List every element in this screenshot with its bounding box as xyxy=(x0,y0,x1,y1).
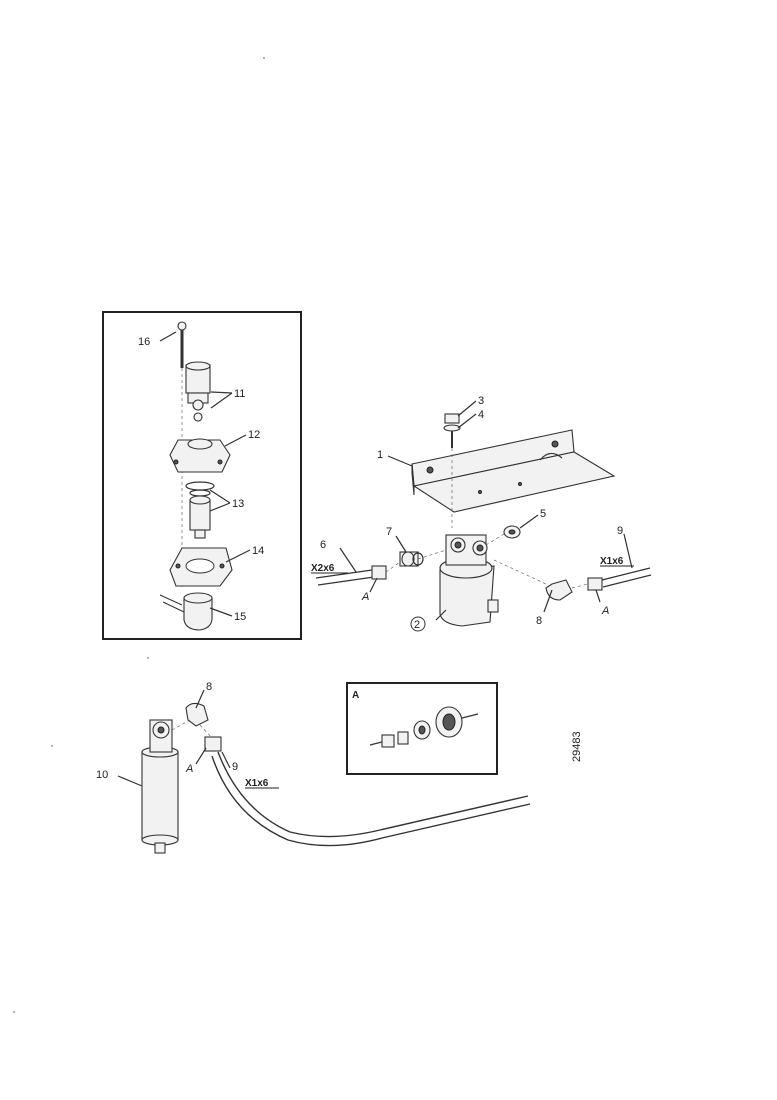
gasket-part-14 xyxy=(169,547,233,587)
callout-9-bottom: 9 xyxy=(232,761,238,773)
hose-spec-right: X1x6 xyxy=(600,556,624,567)
callout-9-upper: 9 xyxy=(617,525,623,537)
inset-box-detail-a: A xyxy=(346,682,498,775)
callout-3: 3 xyxy=(478,395,484,407)
callout-12: 12 xyxy=(248,429,260,441)
bracket-valve-assembly: 1 3 4 5 6 7 8 9 2 A A X2x6 X1x6 xyxy=(311,395,652,632)
callout-15: 15 xyxy=(234,611,246,623)
hose-spec-left: X2x6 xyxy=(311,563,335,574)
callout-8-bottom: 8 xyxy=(206,681,212,693)
detail-a-title: A xyxy=(352,690,359,701)
cylinder-part-10 xyxy=(141,719,179,854)
detail-marker-a-left: A xyxy=(361,591,369,603)
hose-spec-bottom: X1x6 xyxy=(245,778,269,789)
elbow-part-8 xyxy=(493,559,573,601)
housing-part-12 xyxy=(169,438,231,473)
hose-part-9-right xyxy=(587,567,652,591)
callout-1: 1 xyxy=(377,449,383,461)
callout-13: 13 xyxy=(232,498,244,510)
bracket-part-1 xyxy=(411,429,616,513)
fitting-part-5 xyxy=(503,525,521,539)
drawing-number: 29483 xyxy=(571,731,583,762)
bolt-part-3 xyxy=(443,413,461,528)
callout-16: 16 xyxy=(138,336,150,348)
fitting-part-7 xyxy=(399,551,424,567)
detail-marker-a-bottom: A xyxy=(185,763,193,775)
solenoid-part-11 xyxy=(185,361,211,422)
callout-5: 5 xyxy=(540,508,546,520)
callout-11: 11 xyxy=(234,388,245,400)
seals-part-13 xyxy=(185,481,215,539)
callout-7: 7 xyxy=(386,526,392,538)
callout-14: 14 xyxy=(252,545,264,557)
detail-marker-a-right: A xyxy=(601,605,609,617)
callout-4: 4 xyxy=(478,409,484,421)
hose-part-6 xyxy=(315,565,387,586)
hose-part-9-bottom xyxy=(199,724,531,847)
elbow-part-15 xyxy=(159,592,213,631)
cylinder-hose-assembly: 10 8 9 A X1x6 xyxy=(96,681,531,854)
callout-8-upper: 8 xyxy=(536,615,542,627)
elbow-part-8-bottom xyxy=(171,702,209,731)
bolt-part-16 xyxy=(177,321,187,590)
callout-6: 6 xyxy=(320,539,326,551)
inset-box-valve-parts: 16 11 12 13 14 15 xyxy=(102,311,302,640)
callout-2: 2 xyxy=(414,619,420,631)
callout-10: 10 xyxy=(96,769,108,781)
valve-part-2 xyxy=(439,534,499,627)
